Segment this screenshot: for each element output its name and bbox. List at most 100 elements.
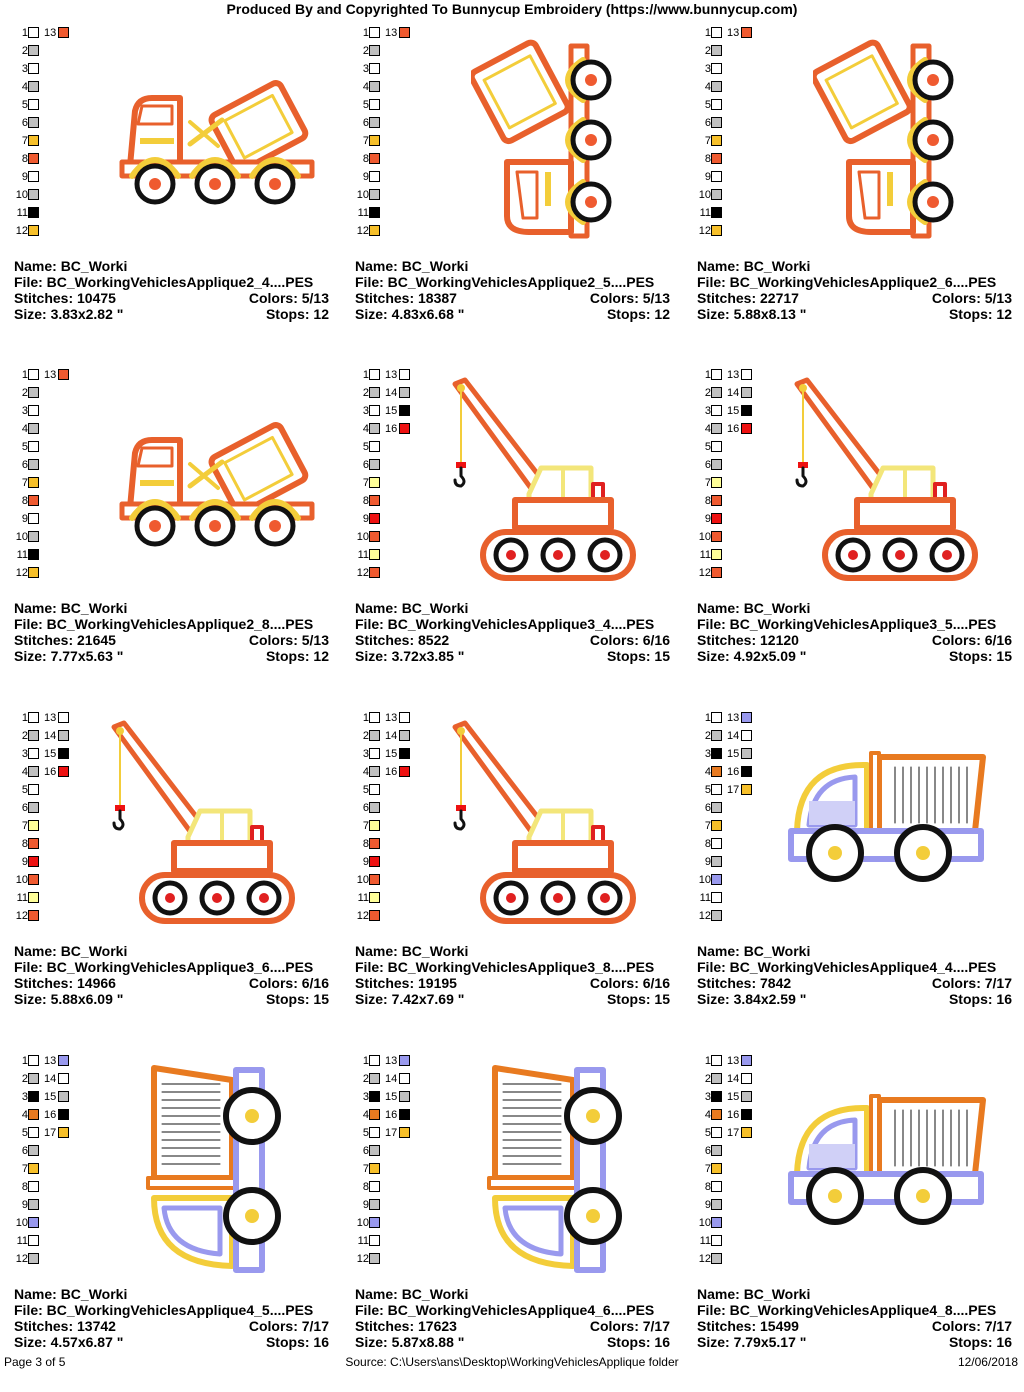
stitches-value: 15499: [760, 1318, 799, 1334]
color-number: 2: [21, 387, 28, 399]
colors-value: 6/16: [642, 632, 670, 648]
stops-label: Stops:: [948, 1334, 993, 1350]
legend-row: 15: [382, 747, 410, 761]
color-swatch: [711, 189, 722, 200]
design-stops: Stops: 16: [607, 1334, 670, 1350]
color-number: 12: [698, 1253, 711, 1265]
color-number: 2: [362, 1073, 369, 1085]
color-number: 11: [357, 207, 369, 219]
legend-row: 2: [14, 729, 39, 743]
color-number: 13: [727, 27, 740, 39]
color-swatch: [711, 441, 722, 452]
design-size: Size: 7.79x5.17 "Stops: 16: [697, 1334, 1012, 1350]
legend-row: 5: [355, 98, 380, 112]
color-number: 15: [385, 1091, 398, 1103]
size-value: 4.57x6.87 ": [50, 1334, 124, 1350]
crane-vehicle-image: [441, 715, 641, 935]
legend-row: 9: [697, 170, 722, 184]
color-swatch: [711, 784, 722, 795]
color-number: 7: [704, 1163, 711, 1175]
source-path: Source: C:\Users\ans\Desktop\WorkingVehi…: [345, 1355, 679, 1369]
color-number: 11: [357, 549, 369, 561]
legend-row: 14: [382, 386, 410, 400]
size-label: Size:: [355, 306, 388, 322]
color-swatch: [711, 99, 722, 110]
design-colors: Colors: 7/17: [932, 1318, 1012, 1334]
color-swatch: [369, 1199, 380, 1210]
color-swatch: [369, 45, 380, 56]
color-swatch: [711, 1163, 722, 1174]
color-swatch: [369, 207, 380, 218]
color-swatch: [741, 784, 752, 795]
stitches-label: Stitches:: [14, 975, 74, 991]
color-number: 17: [44, 1127, 57, 1139]
color-swatch: [399, 712, 410, 723]
legend-row: 2: [14, 1072, 39, 1086]
page-number: Page 3 of 5: [4, 1355, 66, 1369]
stops-value: 15: [654, 991, 670, 1007]
color-swatch: [369, 531, 380, 542]
color-number: 17: [727, 784, 740, 796]
legend-row: 16: [41, 1108, 69, 1122]
color-swatch: [369, 27, 380, 38]
stitches-label: Stitches:: [697, 632, 757, 648]
color-swatch: [28, 387, 39, 398]
color-swatch: [711, 171, 722, 182]
color-swatch: [369, 712, 380, 723]
legend-row: 4: [14, 1108, 39, 1122]
color-number: 3: [21, 63, 28, 75]
legend-row: 7: [14, 134, 39, 148]
legend-row: 17: [382, 1126, 410, 1140]
color-swatch: [28, 910, 39, 921]
color-number: 1: [21, 1055, 28, 1067]
color-swatch: [711, 1091, 722, 1102]
legend-row: 14: [41, 729, 69, 743]
color-number: 3: [704, 63, 711, 75]
name-value: BC_Worki: [743, 1286, 811, 1302]
dump-vehicle-image: [783, 743, 988, 898]
design-name: Name: BC_Worki: [14, 600, 329, 616]
color-swatch: [369, 549, 380, 560]
color-number: 9: [704, 1199, 711, 1211]
color-number: 11: [357, 892, 369, 904]
stitches-label: Stitches:: [14, 1318, 74, 1334]
legend-row: 6: [14, 116, 39, 130]
legend-row: 9: [14, 855, 39, 869]
color-number: 5: [704, 1127, 711, 1139]
colors-label: Colors:: [248, 632, 298, 648]
legend-row: 14: [724, 729, 752, 743]
legend-row: 13: [41, 1054, 69, 1068]
legend-row: 1: [14, 26, 39, 40]
legend-row: 7: [355, 134, 380, 148]
legend-row: 5: [697, 98, 722, 112]
design-name: Name: BC_Worki: [14, 943, 329, 959]
color-swatch: [58, 1109, 69, 1120]
color-swatch: [711, 117, 722, 128]
color-swatch: [58, 730, 69, 741]
color-number: 9: [21, 1199, 28, 1211]
color-number: 11: [16, 1235, 28, 1247]
color-swatch: [28, 1073, 39, 1084]
stitches-label: Stitches:: [697, 290, 757, 306]
color-swatch: [58, 1055, 69, 1066]
color-number: 7: [362, 135, 369, 147]
color-number: 12: [698, 567, 711, 579]
color-number: 13: [44, 27, 57, 39]
color-number: 13: [44, 369, 57, 381]
color-number: 10: [15, 189, 28, 201]
color-number: 15: [44, 748, 57, 760]
color-swatch: [711, 135, 722, 146]
size-value: 3.84x2.59 ": [733, 991, 807, 1007]
color-number: 6: [704, 117, 711, 129]
legend-row: 1: [355, 711, 380, 725]
legend-row: 3: [697, 62, 722, 76]
legend-row: 1: [697, 1054, 722, 1068]
design-name: Name: BC_Worki: [697, 943, 1012, 959]
crane-vehicle-image: [100, 715, 300, 935]
legend-row: 8: [14, 1180, 39, 1194]
design-name: Name: BC_Worki: [697, 600, 1012, 616]
size-label: Size:: [14, 991, 47, 1007]
